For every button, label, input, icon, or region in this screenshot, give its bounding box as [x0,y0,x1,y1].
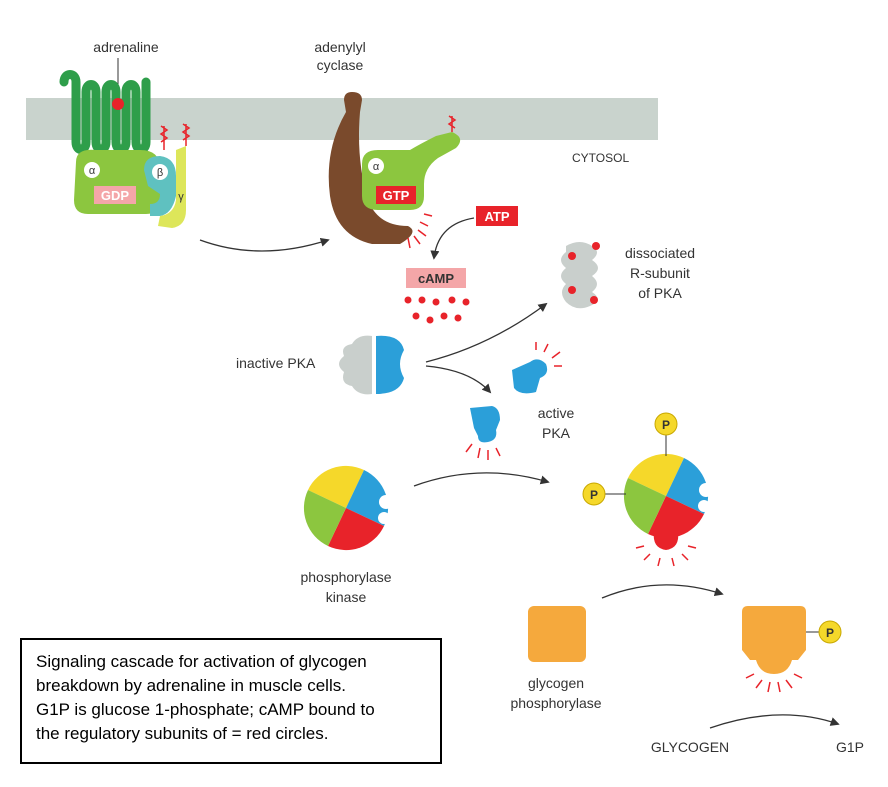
lipid-anchor-2 [181,123,191,146]
gtp-chip [376,186,416,204]
dissociated-label-line2: R-subunit [630,265,690,281]
dissociated-label-line3: of PKA [638,285,682,301]
lipid-anchor-3 [447,115,457,132]
phosphorylase-kinase-label-line1: phosphorylase [300,569,391,585]
alpha-badge [84,162,100,178]
gtp-label: GTP [383,188,410,203]
arrow-atp-to-camp [430,217,475,260]
adrenaline-label: adrenaline [93,39,159,55]
adrenaline-receptor [59,70,151,154]
g-protein-inactive: α β γ GDP [74,123,191,228]
phosphate-left [582,482,606,506]
glycogen-phosphorylase-active [742,606,806,693]
atp-chip [476,206,518,226]
glycogen-phosphorylase-label-line1: glycogen [528,675,584,691]
adenylyl-cyclase-label-line2: cyclase [317,57,364,73]
alpha-label-active: α [373,161,380,173]
active-pka-label-line2: PKA [542,425,571,441]
pka-c-subunit [376,335,404,394]
inactive-pka-label: inactive PKA [236,355,316,371]
phosphorylase-kinase-inactive [303,465,393,551]
active-pka-unit-2 [465,406,501,460]
caption-line-3: G1P is glucose 1-phosphate; cAMP bound t… [36,700,375,719]
g-gamma-subunit [158,146,186,228]
gamma-label: γ [178,191,184,203]
caption-line-1: Signaling cascade for activation of glyc… [36,652,367,671]
beta-label: β [157,167,163,179]
arrow-kinase-activation [413,472,550,487]
phosphorylase-kinase-label-line2: kinase [326,589,367,605]
cyclase-activity-burst [407,213,433,249]
gdp-chip [94,186,136,204]
adenylyl-cyclase-label-line1: adenylyl [314,39,365,55]
adrenaline-molecule [112,98,124,110]
caption-box: Signaling cascade for activation of glyc… [20,638,442,764]
lipid-anchor-1 [159,125,169,150]
active-pka-label-line1: active [538,405,575,421]
pka-r-subunit [339,335,372,395]
g1p-label: G1P [836,739,864,755]
phosphate-left-label: P [590,488,598,502]
phosphate-right [818,620,842,644]
glycogen-label: GLYCOGEN [651,739,729,755]
caption-line-2: breakdown by adrenaline in muscle cells. [36,676,346,695]
arrow-gprotein-to-cyclase [199,237,330,252]
gdp-label: GDP [101,188,130,203]
cytosol-label: CYTOSOL [572,151,629,165]
camp-molecules [404,296,470,324]
arrow-pka-to-active [425,365,492,394]
atp-label: ATP [484,209,509,224]
camp-label: cAMP [418,271,454,286]
beta-badge [152,164,168,180]
glycogen-phosphorylase-inactive [528,606,586,662]
phosphorylase-kinase-active [623,453,713,567]
arrow-glycogen-to-g1p [709,714,840,729]
inactive-pka [339,335,404,395]
camp-chip [406,268,466,288]
alpha-label: α [89,165,96,177]
g-alpha-active: α GTP [362,115,461,210]
dissociated-r-subunit [561,242,600,309]
active-pka-unit-1 [512,342,562,394]
dissociated-label-line1: dissociated [625,245,695,261]
glycogen-phosphorylase-label-line2: phosphorylase [510,695,601,711]
g-beta-subunit [144,156,176,216]
arrow-phosphorylase-activation [601,584,724,599]
caption-line-4: the regulatory subunits of = red circles… [36,724,329,743]
adenylyl-cyclase [328,92,413,244]
phosphate-top [654,412,678,436]
arrow-pka-to-dissociated [425,302,548,363]
phosphate-top-label: P [662,418,670,432]
phosphate-right-label: P [826,626,834,640]
alpha-badge-active [368,158,384,174]
